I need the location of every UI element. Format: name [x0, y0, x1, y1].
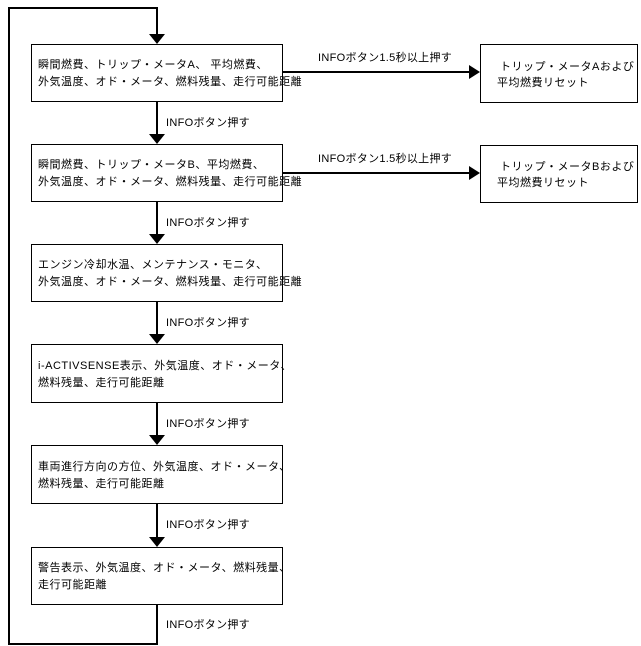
- hold-info-label-2: INFOボタン1.5秒以上押す: [318, 153, 453, 165]
- press-info-label-1: INFOボタン押す: [166, 117, 250, 129]
- arrowhead-down-5-6: [149, 537, 165, 547]
- connector-4-5: [156, 403, 158, 436]
- screen-box-2: 瞬間燃費、トリップ・メータB、平均燃費、 外気温度、オド・メータ、燃料残量、走行…: [31, 144, 303, 202]
- arrowhead-down-1-2: [149, 134, 165, 144]
- screen-box-1-line-1: 瞬間燃費、トリップ・メータA、 平均燃費、: [38, 59, 268, 71]
- screen-box-2-line-2: 外気温度、オド・メータ、燃料残量、走行可能距離: [38, 176, 303, 188]
- screen-box-6-line-2: 走行可能距離: [38, 579, 107, 591]
- press-info-label-5: INFOボタン押す: [166, 519, 250, 531]
- press-info-label-4: INFOボタン押す: [166, 418, 250, 430]
- screen-box-6: 警告表示、外気温度、オド・メータ、燃料残量、 走行可能距離: [31, 547, 291, 605]
- arrowhead-down-4-5: [149, 435, 165, 445]
- connector-reset-a: [283, 71, 471, 73]
- connector-1-2: [156, 102, 158, 135]
- reset-box-a-line-1: トリップ・メータAおよび: [500, 60, 635, 73]
- screen-box-5: 車両進行方向の方位、外気温度、オド・メータ、 燃料残量、走行可能距離: [31, 445, 291, 504]
- loop-top-line: [8, 7, 158, 9]
- reset-box-a: トリップ・メータAおよび 平均燃費リセット: [480, 44, 638, 103]
- arrowhead-down-entry: [149, 34, 165, 44]
- screen-box-3-line-2: 外気温度、オド・メータ、燃料残量、走行可能距離: [38, 276, 303, 288]
- arrowhead-right-reset-a: [469, 65, 480, 79]
- connector-5-6: [156, 504, 158, 538]
- reset-box-a-line-2: 平均燃費リセット: [497, 76, 589, 89]
- screen-box-5-line-2: 燃料残量、走行可能距離: [38, 477, 165, 490]
- press-info-label-6: INFOボタン押す: [166, 619, 250, 631]
- screen-box-1-line-2: 外気温度、オド・メータ、燃料残量、走行可能距離: [38, 76, 303, 88]
- loop-bottom-line: [8, 643, 158, 645]
- press-info-label-2: INFOボタン押す: [166, 217, 250, 229]
- hold-info-label-1: INFOボタン1.5秒以上押す: [318, 52, 453, 64]
- press-info-label-3: INFOボタン押す: [166, 317, 250, 329]
- reset-box-b-line-2: 平均燃費リセット: [497, 177, 589, 189]
- connector-3-4: [156, 302, 158, 335]
- screen-box-1: 瞬間燃費、トリップ・メータA、 平均燃費、 外気温度、オド・メータ、燃料残量、走…: [31, 44, 303, 102]
- connector-2-3: [156, 202, 158, 235]
- screen-box-4: i-ACTIVSENSE表示、外気温度、オド・メータ、 燃料残量、走行可能距離: [31, 344, 292, 403]
- screen-box-4-line-1: i-ACTIVSENSE表示、外気温度、オド・メータ、: [38, 359, 292, 372]
- loop-entry-line: [156, 7, 158, 35]
- screen-box-6-line-1: 警告表示、外気温度、オド・メータ、燃料残量、: [38, 562, 291, 574]
- reset-box-b-line-1: トリップ・メータBおよび: [500, 161, 635, 173]
- screen-box-3-line-1: エンジン冷却水温、メンテナンス・モニタ、: [38, 259, 268, 271]
- screen-box-4-line-2: 燃料残量、走行可能距離: [38, 376, 165, 389]
- arrowhead-down-2-3: [149, 234, 165, 244]
- arrowhead-right-reset-b: [469, 166, 480, 180]
- screen-box-5-line-1: 車両進行方向の方位、外気温度、オド・メータ、: [38, 460, 291, 473]
- connector-reset-b: [283, 172, 471, 174]
- screen-box-2-line-1: 瞬間燃費、トリップ・メータB、平均燃費、: [38, 159, 265, 171]
- screen-box-3: エンジン冷却水温、メンテナンス・モニタ、 外気温度、オド・メータ、燃料残量、走行…: [31, 244, 303, 302]
- loop-left-line: [8, 7, 10, 645]
- arrowhead-down-3-4: [149, 334, 165, 344]
- reset-box-b: トリップ・メータBおよび 平均燃費リセット: [480, 145, 638, 203]
- loop-exit-line: [156, 605, 158, 643]
